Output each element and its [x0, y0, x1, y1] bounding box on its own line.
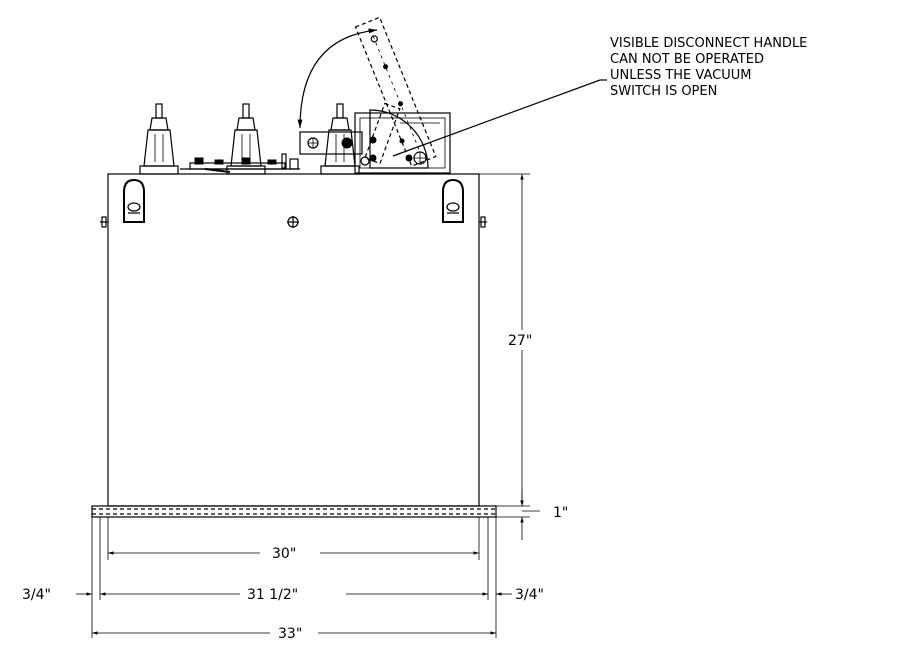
dim-33-line: 33": [92, 626, 496, 642]
dim-1: 1": [553, 505, 568, 521]
dim-27: 27": [508, 333, 532, 349]
note-line-4: SWITCH IS OPEN: [610, 84, 717, 99]
note-line-1: VISIBLE DISCONNECT HANDLE: [610, 36, 807, 51]
rotation-arc: [297, 28, 378, 129]
dim-31-half: 31 1/2": [247, 587, 298, 603]
extension-lines: [91, 517, 497, 638]
note-leader: [392, 79, 607, 157]
handle-mechanism: [299, 16, 451, 174]
base-plate: [91, 505, 497, 518]
note-line-2: CAN NOT BE OPERATED: [610, 52, 764, 67]
overhang-left-dimension: 3/4": [22, 587, 92, 603]
side-bolt-right: [479, 216, 487, 228]
bushing-3: [320, 103, 360, 175]
lifting-lug-left: [123, 178, 145, 223]
dim-left-3-4: 3/4": [22, 587, 51, 603]
disconnect-note: VISIBLE DISCONNECT HANDLE CAN NOT BE OPE…: [610, 36, 807, 99]
dim-right-3-4: 3/4": [515, 587, 544, 603]
bushing-1: [139, 103, 179, 175]
dim-30-line: 30": [108, 546, 479, 562]
lifting-lug-right: [442, 178, 464, 223]
top-hardware: [180, 153, 300, 173]
base-thickness-dimension: 1": [496, 490, 568, 540]
bushing-2: [226, 103, 266, 175]
side-bolt-left: [100, 216, 108, 228]
note-line-3: UNLESS THE VACUUM: [610, 68, 751, 83]
overhang-right-dimension: 3/4": [496, 587, 544, 603]
height-dimension: 27": [479, 173, 532, 507]
dim-31-line: 31 1/2": [100, 587, 488, 603]
dim-30: 30": [272, 546, 296, 562]
center-fitting: [287, 216, 299, 228]
dim-33: 33": [278, 626, 302, 642]
